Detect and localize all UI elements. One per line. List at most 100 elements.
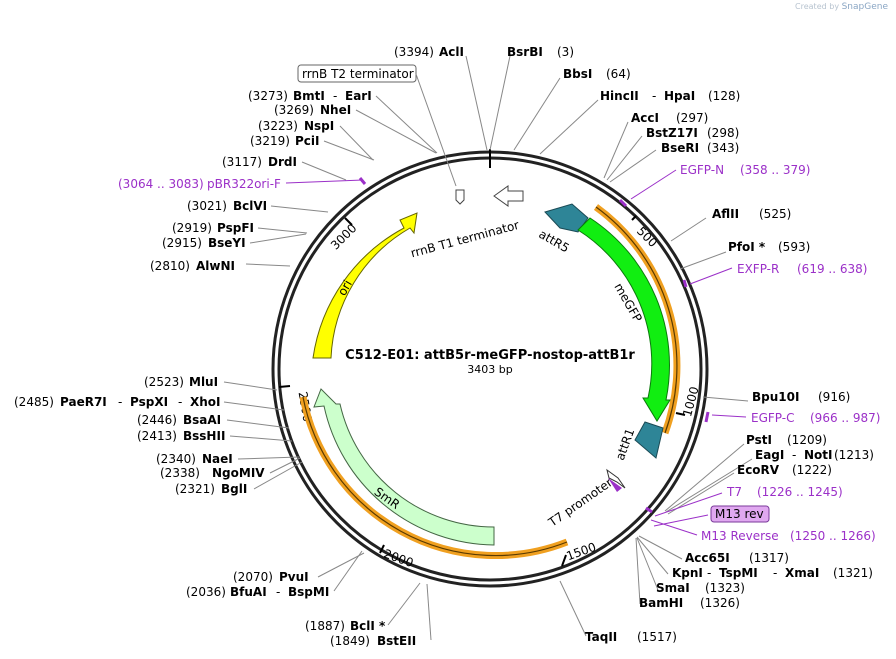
primer-t7[interactable]: T7 (1226 .. 1245) — [726, 485, 843, 499]
ori-feature[interactable] — [312, 212, 418, 359]
svg-text:(1517): (1517) — [637, 630, 677, 644]
feature-m13-rev-label[interactable]: M13 rev — [710, 505, 770, 523]
svg-text:(2340): (2340) — [156, 452, 196, 466]
site-pciI[interactable]: (3219) PciI — [250, 134, 320, 148]
credit-prefix: Created by — [795, 2, 840, 11]
svg-text:(1250 .. 1266): (1250 .. 1266) — [790, 529, 876, 543]
svg-text:-: - — [178, 395, 182, 409]
svg-text:(1222): (1222) — [792, 463, 832, 477]
svg-text:(1326): (1326) — [700, 596, 740, 610]
site-aflII[interactable]: AflII (525) — [712, 207, 791, 221]
site-accI[interactable]: AccI (297) — [631, 111, 708, 125]
svg-text:(297): (297) — [676, 111, 708, 125]
site-bbsI[interactable]: BbsI (64) — [563, 67, 631, 81]
svg-text:(525): (525) — [759, 207, 791, 221]
svg-text:(358 .. 379): (358 .. 379) — [740, 163, 810, 177]
svg-text:XmaI: XmaI — [785, 566, 819, 580]
svg-text:PaeR7I: PaeR7I — [60, 395, 107, 409]
rrnb-t1-label: rrnB T1 terminator — [409, 218, 521, 260]
site-bmtI[interactable]: (3273) BmtI - EarI — [248, 89, 372, 103]
svg-text:(298): (298) — [707, 126, 739, 140]
svg-text:(2413): (2413) — [137, 429, 177, 443]
svg-text:(3): (3) — [557, 45, 574, 59]
plasmid-length: 3403 bp — [467, 363, 512, 376]
primer-exfp-r[interactable]: EXFP-R (619 .. 638) — [737, 262, 867, 276]
svg-text:TaqII: TaqII — [585, 630, 617, 644]
site-hincII[interactable]: HincII - HpaI (128) — [600, 89, 740, 103]
svg-text:EagI: EagI — [755, 448, 784, 462]
svg-text:HincII: HincII — [600, 89, 639, 103]
svg-text:(1849): (1849) — [330, 634, 370, 648]
svg-text:PciI: PciI — [295, 134, 320, 148]
site-bfuAI[interactable]: (2036) BfuAI - BspMI — [186, 585, 329, 599]
site-bssHII[interactable]: (2413) BssHII — [137, 429, 225, 443]
site-bsaAI[interactable]: (2446) BsaAI — [137, 413, 221, 427]
rrnb-t2-label-box — [297, 64, 417, 83]
site-paeR7I[interactable]: (2485) PaeR7I - PspXI - XhoI — [14, 395, 221, 409]
site-pvuI[interactable]: (2070) PvuI — [233, 570, 309, 584]
primer-pbr322ori-f[interactable]: (3064 .. 3083) pBR322ori-F — [118, 177, 281, 191]
site-mluI[interactable]: (2523) MluI — [144, 375, 218, 389]
site-smaI[interactable]: SmaI (1323) — [656, 581, 745, 595]
site-pfoI[interactable]: PfoI * (593) — [728, 240, 810, 254]
site-pstI[interactable]: PstI (1209) — [746, 433, 827, 447]
site-alwNI[interactable]: (2810) AlwNI — [150, 259, 235, 273]
site-naeI[interactable]: (2340) NaeI — [156, 452, 233, 466]
t7-primer-arrow[interactable] — [608, 478, 622, 492]
meGFP-feature[interactable] — [577, 217, 671, 422]
rrnb-t1-terminator-feature[interactable] — [493, 185, 524, 207]
svg-text:(1317): (1317) — [749, 551, 789, 565]
site-bseYI[interactable]: (2915) BseYI — [162, 236, 246, 250]
primer-egfp-c[interactable]: EGFP-C (966 .. 987) — [751, 411, 880, 425]
site-bclI[interactable]: (1887) BclI * — [305, 619, 386, 633]
site-bglI[interactable]: (2321) BglI — [175, 482, 247, 496]
svg-text:PspFI: PspFI — [217, 221, 254, 235]
svg-text:BclVI: BclVI — [233, 199, 267, 213]
svg-text:PfoI *: PfoI * — [728, 240, 766, 254]
site-eagI[interactable]: EagI - NotI (1213) — [755, 448, 874, 462]
site-bstZ17I[interactable]: BstZ17I (298) — [646, 126, 739, 140]
primer-m13-reverse[interactable]: M13 Reverse (1250 .. 1266) — [701, 529, 876, 543]
site-bsrBI[interactable]: BsrBI (3) — [507, 45, 574, 59]
svg-text:(3021): (3021) — [187, 199, 227, 213]
site-taqII[interactable]: TaqII (1517) — [585, 630, 677, 644]
svg-text:BglI: BglI — [221, 482, 247, 496]
svg-text:(64): (64) — [606, 67, 631, 81]
rrnb-t2-terminator-feature[interactable] — [455, 189, 465, 205]
svg-text:XhoI: XhoI — [190, 395, 221, 409]
svg-text:(3117): (3117) — [222, 155, 262, 169]
svg-text:Acc65I: Acc65I — [685, 551, 730, 565]
site-bclVI[interactable]: (3021) BclVI — [187, 199, 267, 213]
svg-text:-: - — [652, 89, 656, 103]
svg-text:(2919): (2919) — [172, 221, 212, 235]
site-nheI[interactable]: (3269) NheI — [274, 103, 351, 117]
svg-text:BbsI: BbsI — [563, 67, 592, 81]
svg-text:NaeI: NaeI — [202, 452, 233, 466]
svg-text:(1887): (1887) — [305, 619, 345, 633]
site-kpnI[interactable]: KpnI - TspMI - XmaI (1321) — [672, 566, 873, 580]
site-bamHI[interactable]: BamHI (1326) — [639, 596, 740, 610]
attR1-feature[interactable] — [634, 421, 664, 459]
site-drdI[interactable]: (3117) DrdI — [222, 155, 297, 169]
svg-text:M13 Reverse: M13 Reverse — [701, 529, 779, 543]
site-bstEII[interactable]: (1849) BstEII — [330, 634, 416, 648]
svg-text:BfuAI: BfuAI — [230, 585, 267, 599]
site-nspI[interactable]: (3223) NspI — [258, 119, 334, 133]
site-bseRI[interactable]: BseRI (343) — [661, 141, 739, 155]
svg-text:M13 rev: M13 rev — [715, 507, 764, 521]
site-pspFI[interactable]: (2919) PspFI — [172, 221, 254, 235]
site-bpu10I[interactable]: Bpu10I (916) — [752, 390, 850, 404]
svg-text:BsrBI: BsrBI — [507, 45, 543, 59]
svg-text:(593): (593) — [778, 240, 810, 254]
site-ecoRV[interactable]: EcoRV (1222) — [737, 463, 832, 477]
site-aclI[interactable]: (3394) AclI — [394, 45, 464, 59]
primer-egfp-n[interactable]: EGFP-N (358 .. 379) — [680, 163, 810, 177]
svg-text:-: - — [276, 585, 280, 599]
site-ngoMIV[interactable]: (2338) NgoMIV — [160, 466, 265, 480]
svg-text:PspXI: PspXI — [130, 395, 168, 409]
site-acc65I[interactable]: Acc65I (1317) — [685, 551, 789, 565]
svg-text:(2810): (2810) — [150, 259, 190, 273]
attR5-label: attR5 — [536, 227, 571, 255]
t7-promoter-feature[interactable] — [606, 468, 626, 489]
smr-feature[interactable] — [313, 388, 495, 546]
